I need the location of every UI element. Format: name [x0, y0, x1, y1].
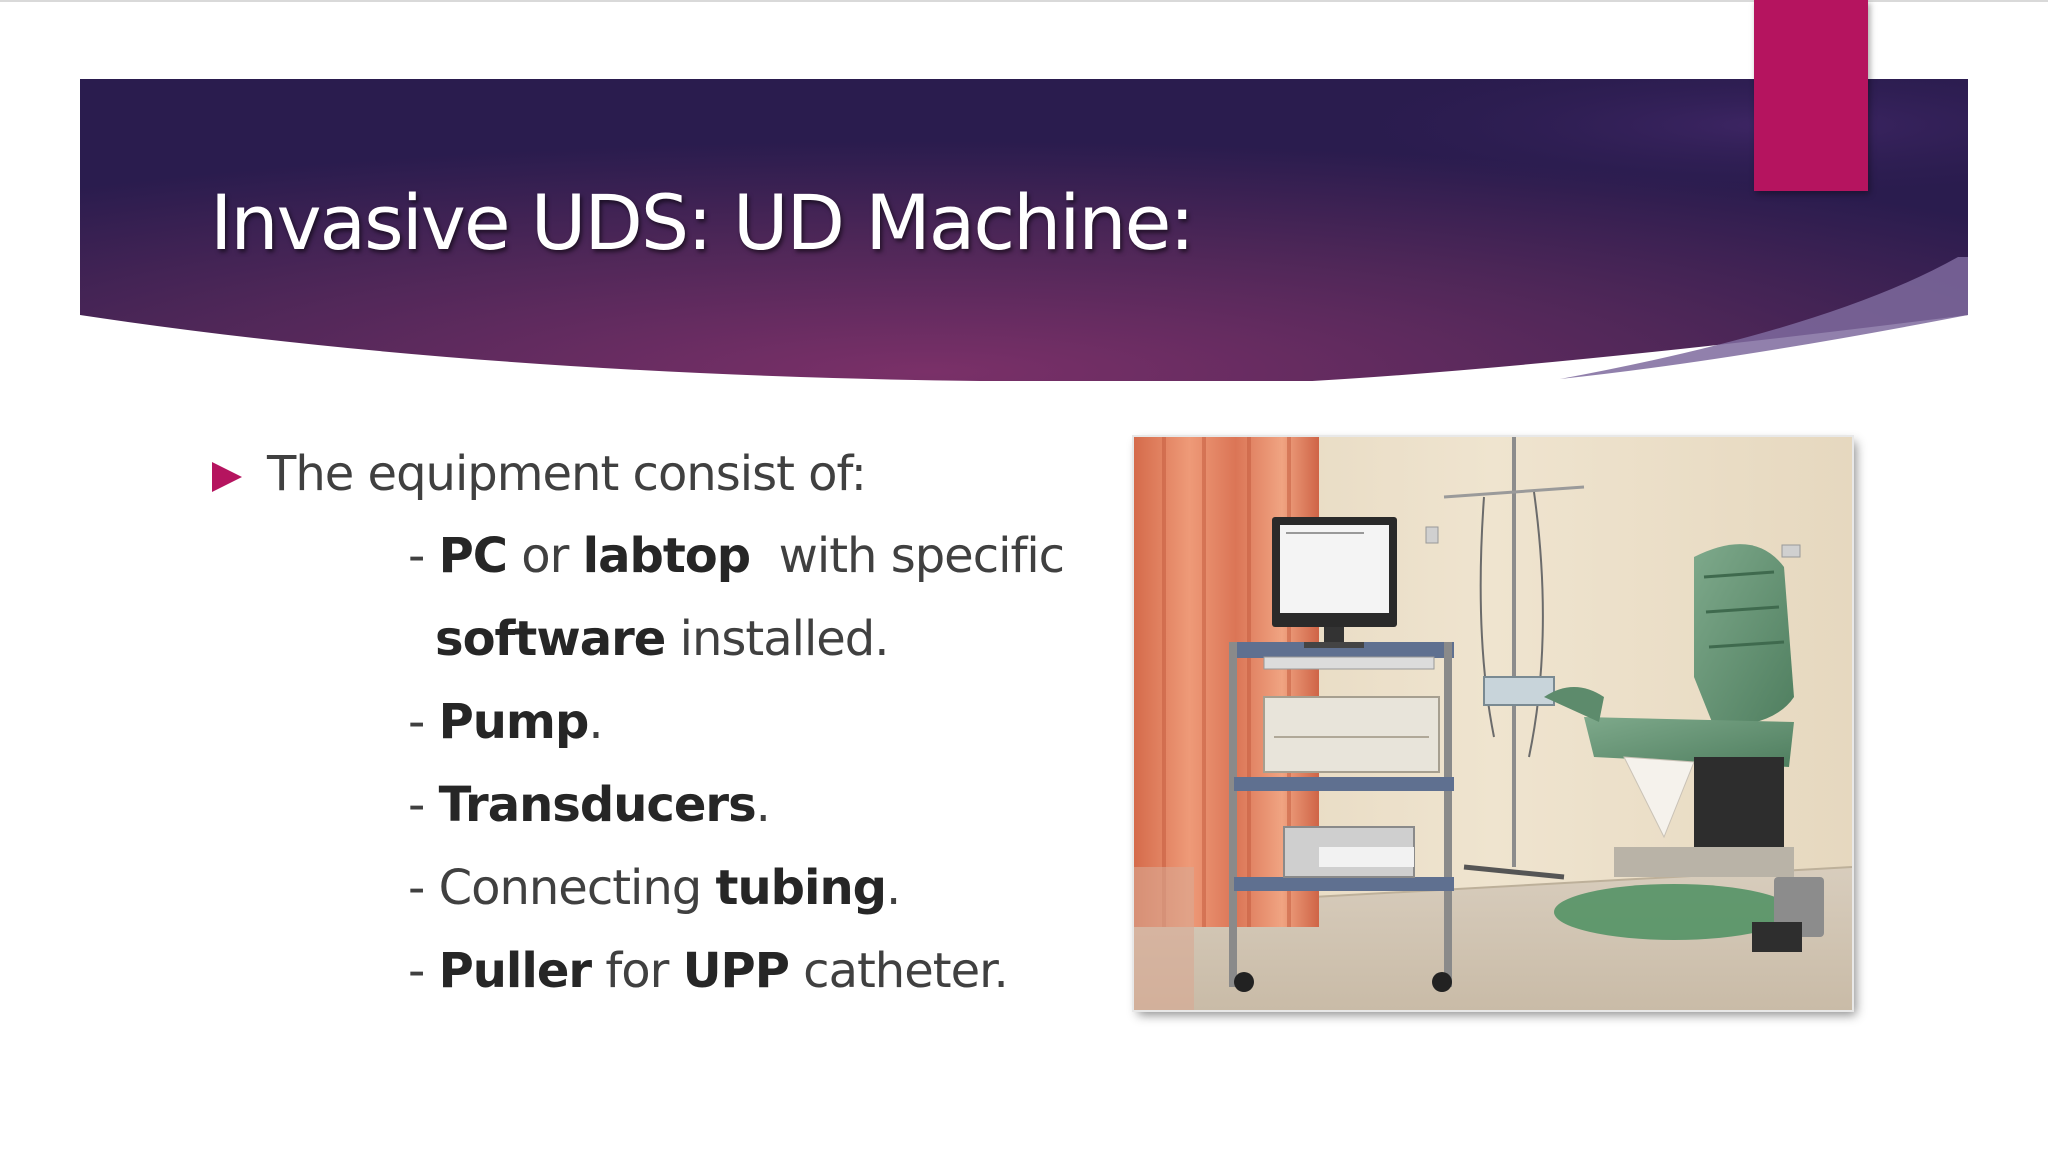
slide-title: Invasive UDS: UD Machine:: [210, 178, 1195, 267]
list-item: - Puller for UPP catheter.: [408, 943, 1009, 999]
top-divider: [0, 0, 2048, 2]
list-item: software installed.: [435, 611, 890, 667]
bullet-intro: The equipment consist of:: [267, 446, 867, 502]
list-item: - Pump.: [408, 694, 604, 750]
play-triangle-icon: [212, 462, 242, 492]
list-item: - PC or labtop with specific: [408, 528, 1065, 584]
title-banner: [80, 79, 1968, 381]
equipment-photo: [1134, 437, 1852, 1010]
accent-tab: [1754, 0, 1868, 191]
list-item: - Connecting tubing.: [408, 860, 901, 916]
slide-body: The equipment consist of: - PC or labtop…: [212, 446, 1065, 999]
list-item: - Transducers.: [408, 777, 771, 833]
